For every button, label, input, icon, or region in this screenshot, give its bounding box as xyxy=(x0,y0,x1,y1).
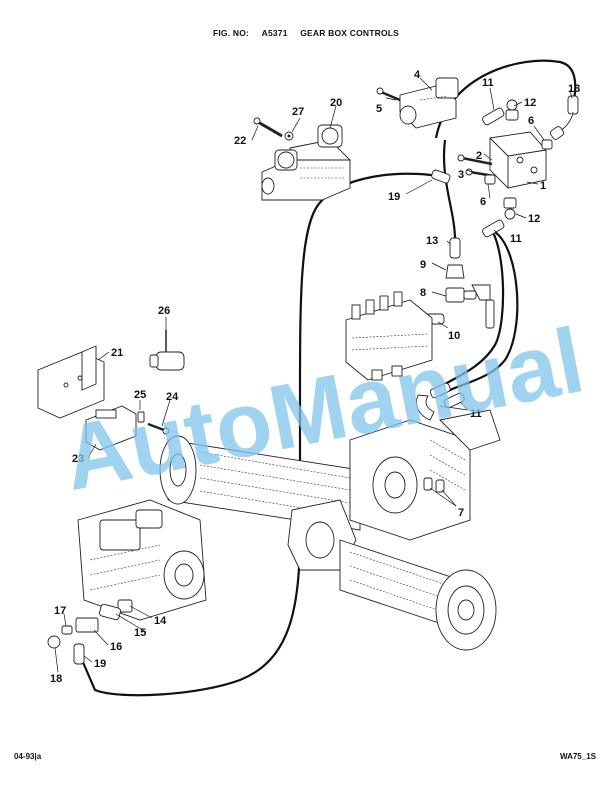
callout-labels: 1 2 3 4 5 6 6 7 8 9 10 11 11 11 12 12 13… xyxy=(50,69,580,685)
tee-fitting-8 xyxy=(445,287,477,303)
callout-24: 24 xyxy=(166,391,179,403)
figure-header: FIG. NO: A5371 GEAR BOX CONTROLS xyxy=(0,28,612,38)
fitting-12-top xyxy=(505,99,519,121)
hose-end-19-bottom xyxy=(73,643,85,665)
callout-13-mid: 13 xyxy=(426,235,438,247)
bracket-21 xyxy=(37,345,105,419)
fitting-12-bottom xyxy=(503,197,517,220)
callout-26: 26 xyxy=(158,305,170,317)
callout-10: 10 xyxy=(448,330,460,342)
callout-11-top: 11 xyxy=(482,77,494,89)
hose-end-11-mid xyxy=(482,219,505,238)
footer-code: 04-93|a xyxy=(14,752,42,761)
screw-24 xyxy=(147,422,170,435)
hose-end-11-top xyxy=(482,107,505,126)
hose-end-13-mid xyxy=(449,237,461,259)
callout-19-top: 19 xyxy=(388,191,400,203)
callout-18: 18 xyxy=(50,673,62,685)
cap-18 xyxy=(47,635,61,649)
callout-20: 20 xyxy=(330,97,342,109)
fig-label: FIG. NO: xyxy=(212,28,250,38)
fitting-7a xyxy=(423,477,433,491)
callout-13-top: 13 xyxy=(568,83,580,95)
fitting-14 xyxy=(117,599,133,613)
fitting-6-bottom xyxy=(484,174,496,185)
callout-17: 17 xyxy=(54,605,66,617)
callout-16: 16 xyxy=(110,641,122,653)
hydraulic-pump-assembly xyxy=(77,499,207,621)
fitting-17 xyxy=(61,625,73,635)
sensor-26 xyxy=(149,330,185,371)
bolt-22 xyxy=(253,117,283,138)
bolt-5 xyxy=(376,87,401,102)
callout-5: 5 xyxy=(376,103,382,115)
hose-end-19-top xyxy=(431,169,451,184)
callout-12-top: 12 xyxy=(524,97,536,109)
callout-25: 25 xyxy=(134,389,146,401)
hose-right-long-2 xyxy=(431,225,505,393)
hose-right-long xyxy=(439,231,519,396)
bolt-2 xyxy=(457,154,493,166)
fitting-15 xyxy=(99,603,121,621)
cover-23 xyxy=(85,405,137,451)
callout-27: 27 xyxy=(292,106,304,118)
hose-end-11-lower xyxy=(416,382,465,421)
control-valve-bank xyxy=(345,291,433,381)
hose-top-loop xyxy=(434,59,577,139)
tee-16 xyxy=(75,617,99,633)
callout-15: 15 xyxy=(134,627,146,639)
washer-25 xyxy=(137,411,145,423)
rear-axle-assembly xyxy=(339,539,497,651)
callout-21: 21 xyxy=(111,347,123,359)
fitting-7b xyxy=(435,479,445,493)
gear-box-housing xyxy=(349,409,501,541)
fig-title: GEAR BOX CONTROLS xyxy=(300,28,400,38)
washer-27 xyxy=(284,131,294,141)
adapter-9 xyxy=(445,264,465,279)
leader-lines xyxy=(54,77,573,673)
fitting-6-top xyxy=(541,139,553,150)
callout-7: 7 xyxy=(458,507,464,519)
hose-end-13-top xyxy=(549,95,579,140)
footer-ref: WA75_1S xyxy=(559,752,596,761)
callout-23: 23 xyxy=(72,453,84,465)
callout-11-lower: 11 xyxy=(470,408,482,420)
callout-4: 4 xyxy=(414,69,421,81)
callout-12-bottom: 12 xyxy=(528,213,540,225)
callout-6-bottom: 6 xyxy=(480,196,486,208)
callout-14: 14 xyxy=(154,615,167,627)
callout-8: 8 xyxy=(420,287,426,299)
callout-22: 22 xyxy=(234,135,246,147)
callout-2: 2 xyxy=(476,150,482,162)
hose-right-down xyxy=(442,139,457,241)
callout-19-bottom: 19 xyxy=(94,658,106,670)
fig-number: A5371 xyxy=(261,28,288,38)
valve-4 xyxy=(399,77,459,129)
manifold-block-1 xyxy=(489,131,547,189)
elbow-fitting-right xyxy=(471,284,495,329)
callout-6-top: 6 xyxy=(528,115,534,127)
callout-3: 3 xyxy=(458,169,464,181)
center-differential xyxy=(287,499,357,571)
callout-1: 1 xyxy=(540,180,546,192)
callout-9: 9 xyxy=(420,259,426,271)
solenoid-valve-20 xyxy=(261,124,352,201)
callout-11-mid: 11 xyxy=(510,233,522,245)
